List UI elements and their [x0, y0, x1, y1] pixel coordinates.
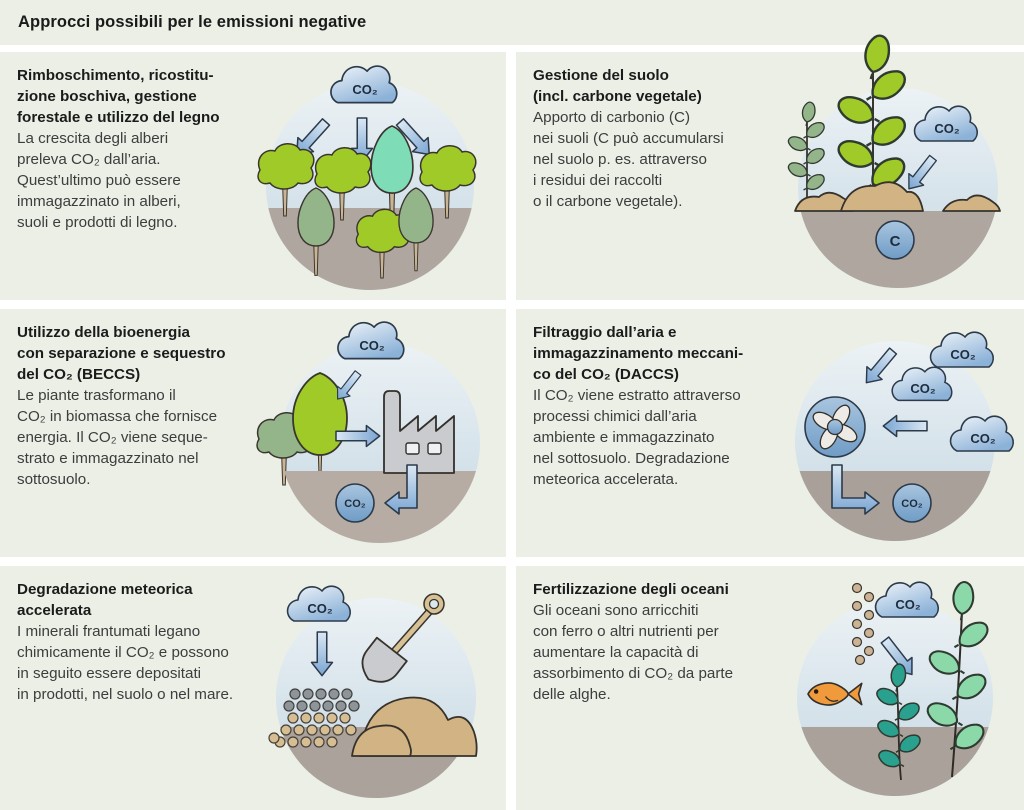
- co2-cloud-icon: CO₂: [874, 581, 939, 618]
- svg-text:CO₂: CO₂: [344, 498, 366, 510]
- panel-text: Gestione del suolo (incl. carbone vegeta…: [516, 52, 781, 300]
- page-header: Approcci possibili per le emissioni nega…: [0, 0, 1024, 45]
- panel-text: Degradazione meteorica accelerata I mine…: [0, 566, 265, 810]
- co2-underground-badge: CO₂: [334, 483, 375, 523]
- panel-heading: Gestione del suolo (incl. carbone vegeta…: [533, 67, 702, 105]
- svg-text:CO₂: CO₂: [910, 381, 936, 396]
- illustration-ocean: CO₂: [781, 566, 1024, 810]
- fish-icon: [806, 682, 863, 706]
- illustration-weathering: CO₂: [265, 566, 506, 810]
- panel-forestry: Rimboschimento, ricostitu- zione boschiv…: [0, 52, 506, 300]
- svg-text:CO₂: CO₂: [359, 338, 385, 353]
- shovel-icon: [361, 593, 445, 683]
- nutrient-dots: [851, 582, 874, 666]
- panel-body: Gli oceani sono arricchiti con ferro o a…: [533, 602, 734, 703]
- svg-text:C: C: [889, 233, 900, 250]
- ground: [279, 471, 480, 543]
- svg-text:CO₂: CO₂: [352, 82, 378, 97]
- panel-soil-management: Gestione del suolo (incl. carbone vegeta…: [516, 31, 1024, 300]
- bend-arrow-icon: [830, 464, 880, 515]
- svg-text:CO₂: CO₂: [934, 121, 960, 136]
- svg-text:CO₂: CO₂: [970, 431, 996, 446]
- bend-arrow-icon: [383, 464, 418, 515]
- svg-text:CO₂: CO₂: [895, 597, 921, 612]
- panel-heading: Fertilizzazione degli oceani: [533, 581, 729, 598]
- panel-ocean-fertilization: Fertilizzazione degli oceani Gli oceani …: [516, 566, 1024, 810]
- soil-mounds: [793, 181, 1001, 212]
- factory-icon: [382, 390, 455, 474]
- panel-text: Rimboschimento, ricostitu- zione boschiv…: [0, 52, 265, 300]
- panel-body: Apporto di carbonio (C) nei suoli (C può…: [533, 109, 724, 210]
- illustration-forest: CO₂: [256, 52, 506, 300]
- panel-text: Utilizzo della bioenergia con separazion…: [0, 309, 265, 557]
- fan-icon: [803, 396, 866, 458]
- carbon-badge: C: [874, 220, 915, 260]
- panel-text: Filtraggio dall’aria e immagazzinamento …: [516, 309, 781, 557]
- big-tree-icon: [291, 372, 348, 476]
- panel-heading: Utilizzo della bioenergia con separazion…: [17, 324, 226, 383]
- co2-cloud-icon: CO₂: [336, 321, 405, 360]
- co2-cloud-icon: CO₂: [286, 585, 351, 622]
- svg-text:CO₂: CO₂: [901, 498, 923, 510]
- co2-cloud-icon: CO₂: [329, 65, 398, 104]
- panel-heading: Rimboschimento, ricostitu- zione boschiv…: [17, 67, 220, 126]
- svg-text:CO₂: CO₂: [307, 601, 333, 616]
- panel-body: Il CO₂ viene estratto attraverso process…: [533, 387, 741, 488]
- panel-grid: Rimboschimento, ricostitu- zione boschiv…: [0, 31, 1024, 810]
- co2-cloud-icon: CO₂: [913, 105, 978, 142]
- panel-daccs: Filtraggio dall’aria e immagazzinamento …: [516, 309, 1024, 557]
- soil-mounds: [350, 696, 478, 757]
- page-title: Approcci possibili per le emissioni nega…: [18, 13, 367, 31]
- panel-beccs: Utilizzo della bioenergia con separazion…: [0, 309, 506, 557]
- panel-body: Le piante trasformano il CO₂ in biomassa…: [17, 387, 218, 488]
- illustration-soil: C CO₂: [781, 31, 1024, 300]
- panel-body: I minerali frantumati legano chimicament…: [17, 623, 234, 703]
- ground: [794, 471, 995, 541]
- mineral-dots: [267, 688, 360, 748]
- svg-text:CO₂: CO₂: [950, 347, 976, 362]
- panel-text: Fertilizzazione degli oceani Gli oceani …: [516, 566, 781, 810]
- co2-cloud-icon: CO₂ CO₂ CO₂: [890, 331, 1014, 452]
- panel-heading: Filtraggio dall’aria e immagazzinamento …: [533, 324, 744, 383]
- panel-body: La crescita degli alberi preleva CO₂ dal…: [17, 130, 181, 231]
- illustration-beccs: CO₂ CO₂: [255, 309, 506, 557]
- panel-heading: Degradazione meteorica accelerata: [17, 581, 193, 619]
- illustration-daccs: CO₂ CO₂ CO₂ CO₂: [781, 309, 1024, 557]
- co2-underground-badge: CO₂: [891, 483, 932, 523]
- algae-icon: [872, 579, 993, 781]
- panel-weathering: Degradazione meteorica accelerata I mine…: [0, 566, 506, 810]
